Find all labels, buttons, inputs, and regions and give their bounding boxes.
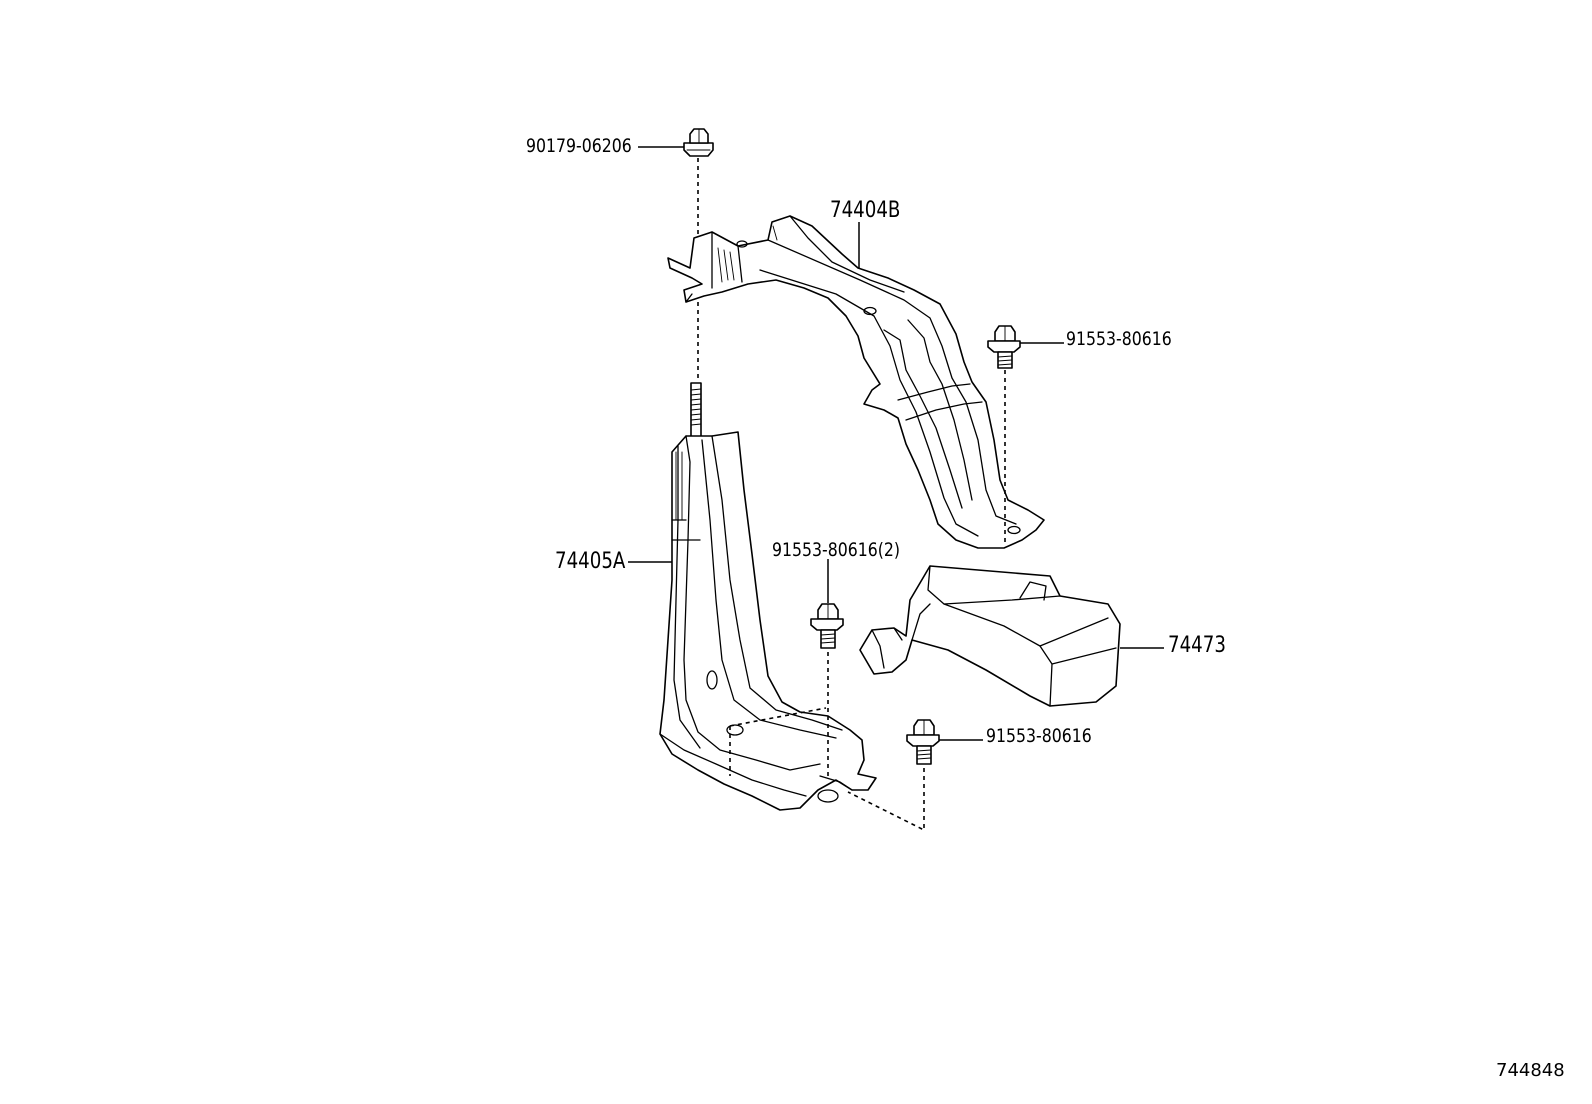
- upper-bracket-icon: [667, 215, 1045, 549]
- part-number-nut: 90179-06206: [526, 135, 632, 157]
- part-number-lower-bracket: 74405A: [555, 549, 626, 574]
- lower-bracket-icon: [659, 431, 877, 811]
- part-number-cover: 74473: [1168, 633, 1226, 658]
- dashed-guide-bolt-pair: [729, 707, 827, 776]
- flange-nut-icon: [683, 128, 714, 157]
- part-number-bolt-center: 91553-80616(2): [772, 539, 900, 561]
- part-number-upper-bracket: 74404B: [830, 198, 901, 223]
- flange-bolt-icon: [906, 719, 940, 765]
- diagram-reference-number: 744848: [1496, 1060, 1565, 1081]
- flange-bolt-icon: [987, 325, 1021, 369]
- cover-icon: [859, 565, 1121, 707]
- part-number-bolt-right-upper: 91553-80616: [1066, 328, 1172, 350]
- flange-bolt-icon: [810, 603, 844, 649]
- part-number-bolt-lower: 91553-80616: [986, 725, 1092, 747]
- stud-icon: [690, 382, 702, 439]
